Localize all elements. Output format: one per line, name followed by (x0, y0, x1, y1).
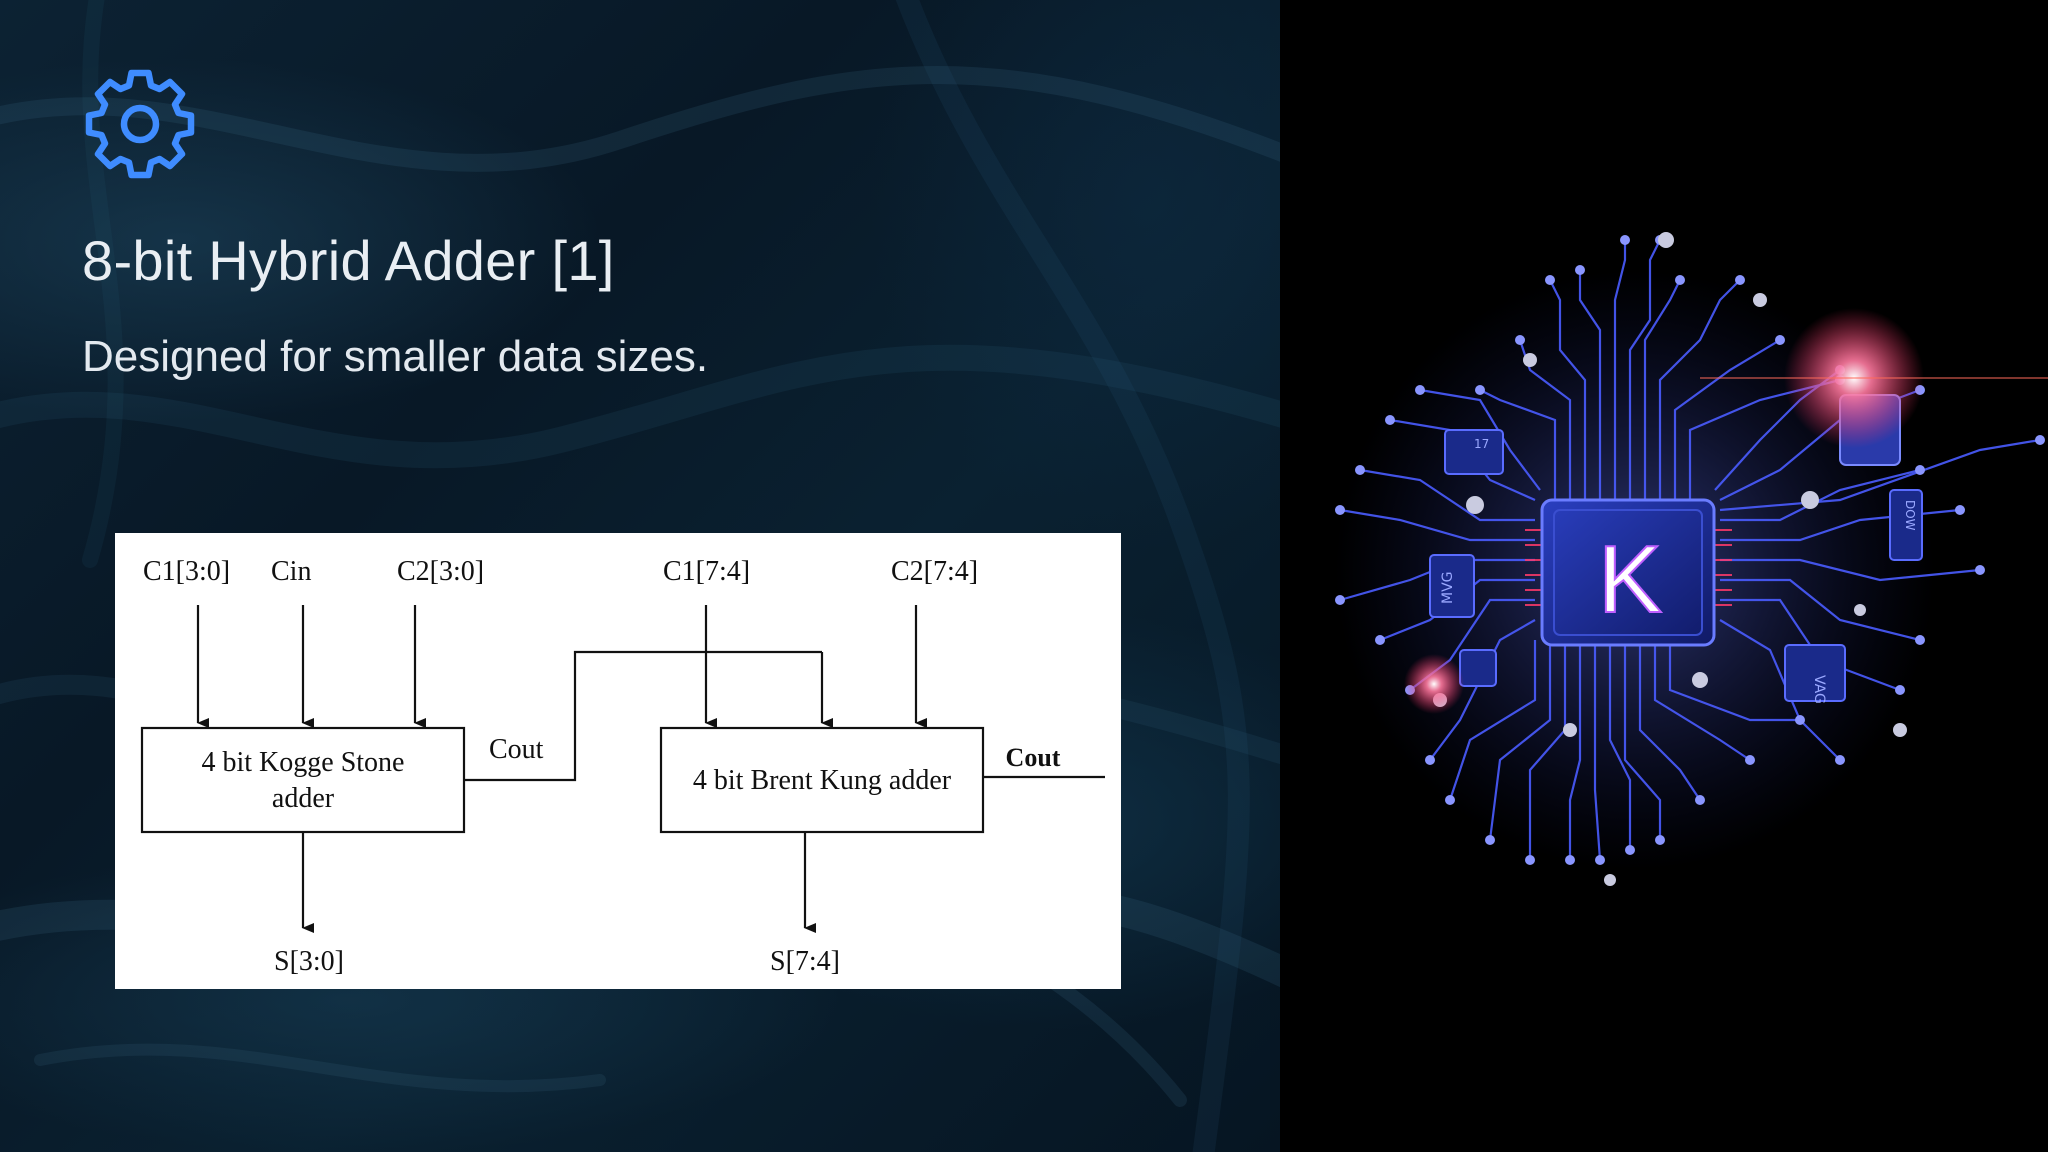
side-chip-label-1: MVG (1440, 571, 1456, 604)
gear-icon (85, 69, 195, 179)
main-chip (1540, 498, 1716, 647)
side-chip-3 (1784, 644, 1846, 702)
output-sum-high-label: S[7:4] (770, 946, 840, 977)
lens-flare-small (1404, 654, 1464, 714)
side-chip-4 (1889, 489, 1923, 561)
carry-mid-label: Cout (489, 734, 544, 765)
background-panel: 8-bit Hybrid Adder [1] Designed for smal… (0, 0, 1280, 1152)
chip-letter: K (1598, 526, 1662, 633)
kogge-stone-block (140, 726, 466, 834)
chrome-spheres (1433, 232, 1907, 886)
input-c1-low-label: C1[3:0] (143, 556, 230, 587)
output-sum-low-label: S[3:0] (274, 946, 344, 977)
side-chip-1 (1444, 429, 1504, 475)
input-c2-low-label: C2[3:0] (397, 556, 484, 587)
page-subtitle: Designed for smaller data sizes. (82, 332, 709, 381)
kogge-stone-label-line2: adder (272, 783, 335, 814)
adder-diagram: C1[3:0] Cin C2[3:0] C1[7:4] C2[7:4] 4 bi… (115, 533, 1121, 989)
main-chip-inner (1553, 509, 1703, 636)
kogge-stone-label-line1: 4 bit Kogge Stone (202, 747, 405, 778)
carry-wire (464, 650, 822, 782)
carry-out-label: Cout (1006, 743, 1061, 772)
side-chip-label-5: 17 (1474, 437, 1489, 451)
page-title: 8-bit Hybrid Adder [1] (82, 229, 615, 292)
input-cin-label: Cin (271, 556, 311, 587)
side-chip-2 (1429, 554, 1475, 618)
adder-diagram-svg: C1[3:0] Cin C2[3:0] C1[7:4] C2[7:4] 4 bi… (140, 556, 1105, 977)
brent-kung-block (659, 726, 985, 834)
side-chip-label-4: DOW (1903, 500, 1917, 531)
circuit-chip-illustration: 17 MVG VAG DOW K (1335, 232, 2048, 886)
side-chip-label-3: VAG (1811, 675, 1827, 704)
input-c2-high-label: C2[7:4] (891, 556, 978, 587)
side-chip-6 (1459, 649, 1497, 687)
brent-kung-label: 4 bit Brent Kung adder (693, 765, 952, 796)
input-c1-high-label: C1[7:4] (663, 556, 750, 587)
